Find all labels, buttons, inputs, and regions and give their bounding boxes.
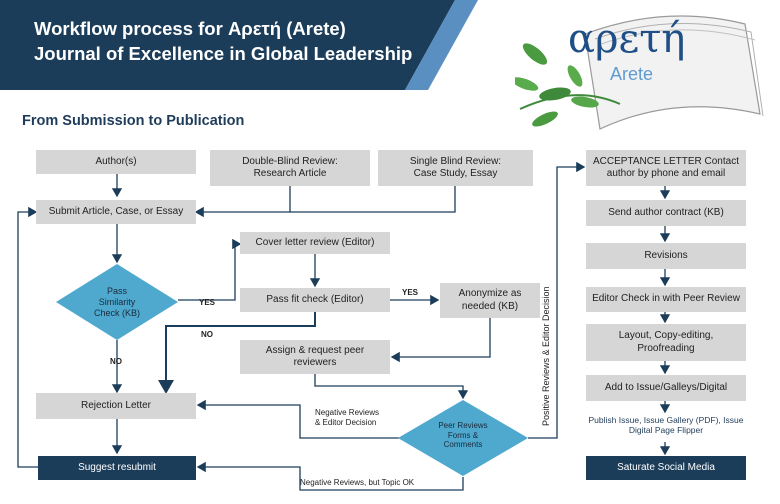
anonymize-box: Anonymize as needed (KB)	[440, 283, 540, 318]
logo-latin-text: Arete	[610, 64, 654, 84]
saturate-social-box: Saturate Social Media	[586, 456, 746, 480]
suggest-resubmit-box: Suggest resubmit	[38, 456, 196, 480]
rejection-letter-box: Rejection Letter	[36, 393, 196, 419]
publish-issue-text: Publish Issue, Issue Gallery (PDF), Issu…	[588, 415, 744, 435]
author-contract-box: Send author contract (KB)	[586, 200, 746, 226]
edge-label-no-fit: NO	[201, 330, 213, 339]
assign-reviewers-box: Assign & request peer reviewers	[240, 340, 390, 374]
fit-check-box: Pass fit check (Editor)	[240, 288, 390, 312]
header-banner	[0, 0, 780, 90]
editor-check-box: Editor Check in with Peer Review	[586, 287, 746, 312]
page-title-line2: Journal of Excellence in Global Leadersh…	[34, 43, 413, 64]
acceptance-letter-box: ACCEPTANCE LETTER Contact author by phon…	[586, 150, 746, 186]
layout-box: Layout, Copy-editing, Proofreading	[586, 324, 746, 361]
similarity-diamond-label: Pass Similarity Check (KB)	[93, 286, 140, 318]
diagram-subtitle: From Submission to Publication	[22, 113, 245, 129]
add-to-issue-box: Add to Issue/Galleys/Digital	[586, 375, 746, 401]
logo-greek-text: αρετή	[568, 16, 686, 62]
page-title-line1: Workflow process for Αρετή (Arete)	[34, 18, 346, 39]
edge-label-no-similarity: NO	[110, 357, 122, 366]
cover-letter-box: Cover letter review (Editor)	[240, 232, 390, 254]
edge-label-negative: Negative Reviews & Editor Decision	[315, 408, 380, 428]
edge-label-yes-similarity: YES	[199, 298, 216, 307]
submit-box: Submit Article, Case, or Essay	[36, 200, 196, 224]
edge-label-yes-fit: YES	[402, 288, 419, 297]
edge-label-negative-topic-ok: Negative Reviews, but Topic OK	[300, 478, 415, 487]
edge-label-positive: Positive Reviews & Editor Decision	[541, 286, 551, 426]
peer-review-diamond	[398, 400, 528, 476]
single-blind-box: Single Blind Review: Case Study, Essay	[378, 150, 533, 186]
authors-box: Author(s)	[36, 150, 196, 174]
double-blind-box: Double-Blind Review: Research Article	[210, 150, 370, 186]
peer-review-diamond-label: Peer Reviews Forms & Comments	[438, 421, 488, 450]
revisions-box: Revisions	[586, 243, 746, 269]
similarity-diamond	[56, 264, 178, 340]
